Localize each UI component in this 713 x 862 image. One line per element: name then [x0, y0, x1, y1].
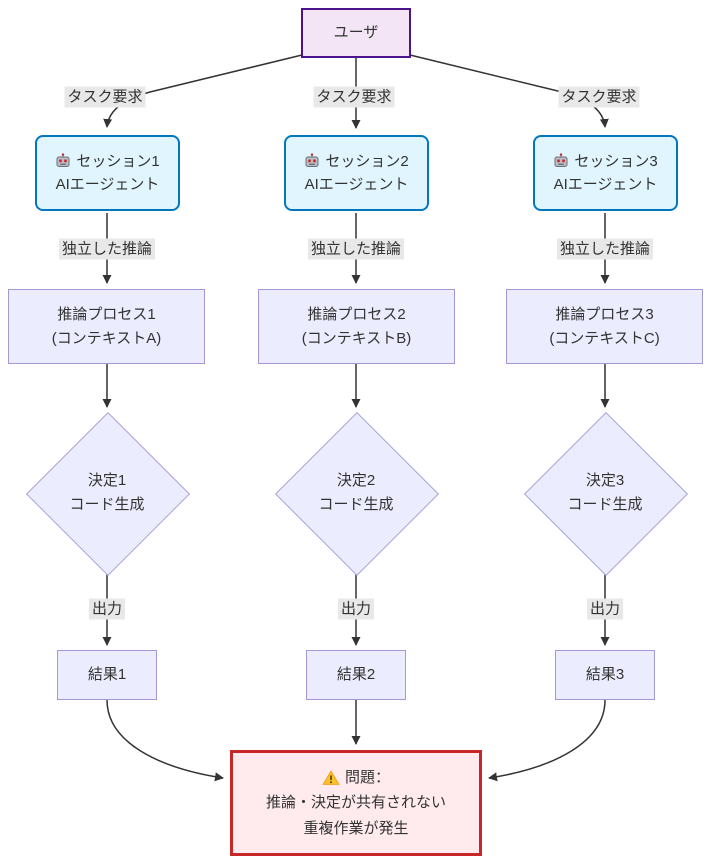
- edge-result1-problem: [106, 699, 224, 782]
- session-node-title: セッション3: [574, 152, 658, 170]
- edge-label-independent-reasoning-1: 独立した推論: [58, 238, 156, 260]
- process-node-title: 推論プロセス2: [307, 306, 406, 324]
- result-node-label: 結果1: [87, 666, 127, 684]
- problem-title: 問題：: [344, 768, 390, 786]
- edge-label-task-request-3: タスク要求: [558, 86, 640, 108]
- process-node-3: 推論プロセス3 (コンテキストC): [506, 289, 703, 364]
- decision-node-2-label: 決定2 コード生成: [276, 463, 436, 523]
- session-node-subtitle: AIエージェント: [304, 176, 409, 193]
- user-node: ユーザ: [301, 8, 411, 58]
- edge-result3-problem: [488, 699, 606, 782]
- decision-title: 決定2: [336, 472, 376, 489]
- edge-label-output-3: 出力: [586, 598, 624, 620]
- problem-line3: 重複作業が発生: [303, 819, 409, 837]
- robot-icon: [553, 153, 569, 169]
- edge-label-task-request-2: タスク要求: [313, 86, 395, 108]
- process-node-1: 推論プロセス1 (コンテキストA): [8, 289, 205, 364]
- process-node-subtitle: (コンテキストC): [549, 329, 660, 347]
- session-node-2: セッション2 AIエージェント: [284, 135, 429, 211]
- decision-node-1-label: 決定1 コード生成: [27, 463, 187, 523]
- decision-title: 決定1: [87, 472, 127, 489]
- session-node-3: セッション3 AIエージェント: [533, 135, 678, 211]
- problem-line2: 推論・決定が共有されない: [265, 794, 446, 812]
- result-node-1: 結果1: [57, 650, 157, 700]
- session-node-1: セッション1 AIエージェント: [35, 135, 180, 211]
- decision-subtitle: コード生成: [318, 496, 394, 513]
- process-node-subtitle: (コンテキストA): [51, 329, 162, 347]
- session-node-subtitle: AIエージェント: [553, 176, 658, 193]
- user-node-label: ユーザ: [333, 24, 379, 42]
- session-node-title: セッション1: [76, 152, 160, 170]
- warning-icon: [322, 770, 340, 786]
- edge-label-output-2: 出力: [337, 598, 375, 620]
- decision-node-3-label: 決定3 コード生成: [525, 463, 685, 523]
- process-node-title: 推論プロセス1: [57, 306, 156, 324]
- process-node-subtitle: (コンテキストB): [301, 329, 412, 347]
- session-node-title: セッション2: [325, 152, 409, 170]
- result-node-label: 結果3: [585, 666, 625, 684]
- robot-icon: [304, 153, 320, 169]
- edge-label-task-request-1: タスク要求: [64, 86, 146, 108]
- process-node-title: 推論プロセス3: [555, 306, 654, 324]
- edge-label-independent-reasoning-2: 独立した推論: [307, 238, 405, 260]
- decision-subtitle: コード生成: [567, 496, 643, 513]
- result-node-label: 結果2: [336, 666, 376, 684]
- edge-label-output-1: 出力: [88, 598, 126, 620]
- problem-node: 問題： 推論・決定が共有されない 重複作業が発生: [230, 750, 482, 856]
- decision-title: 決定3: [585, 472, 625, 489]
- session-node-subtitle: AIエージェント: [55, 176, 160, 193]
- decision-subtitle: コード生成: [69, 496, 145, 513]
- edge-label-independent-reasoning-3: 独立した推論: [556, 238, 654, 260]
- robot-icon: [55, 153, 71, 169]
- result-node-3: 結果3: [555, 650, 655, 700]
- result-node-2: 結果2: [306, 650, 406, 700]
- process-node-2: 推論プロセス2 (コンテキストB): [258, 289, 455, 364]
